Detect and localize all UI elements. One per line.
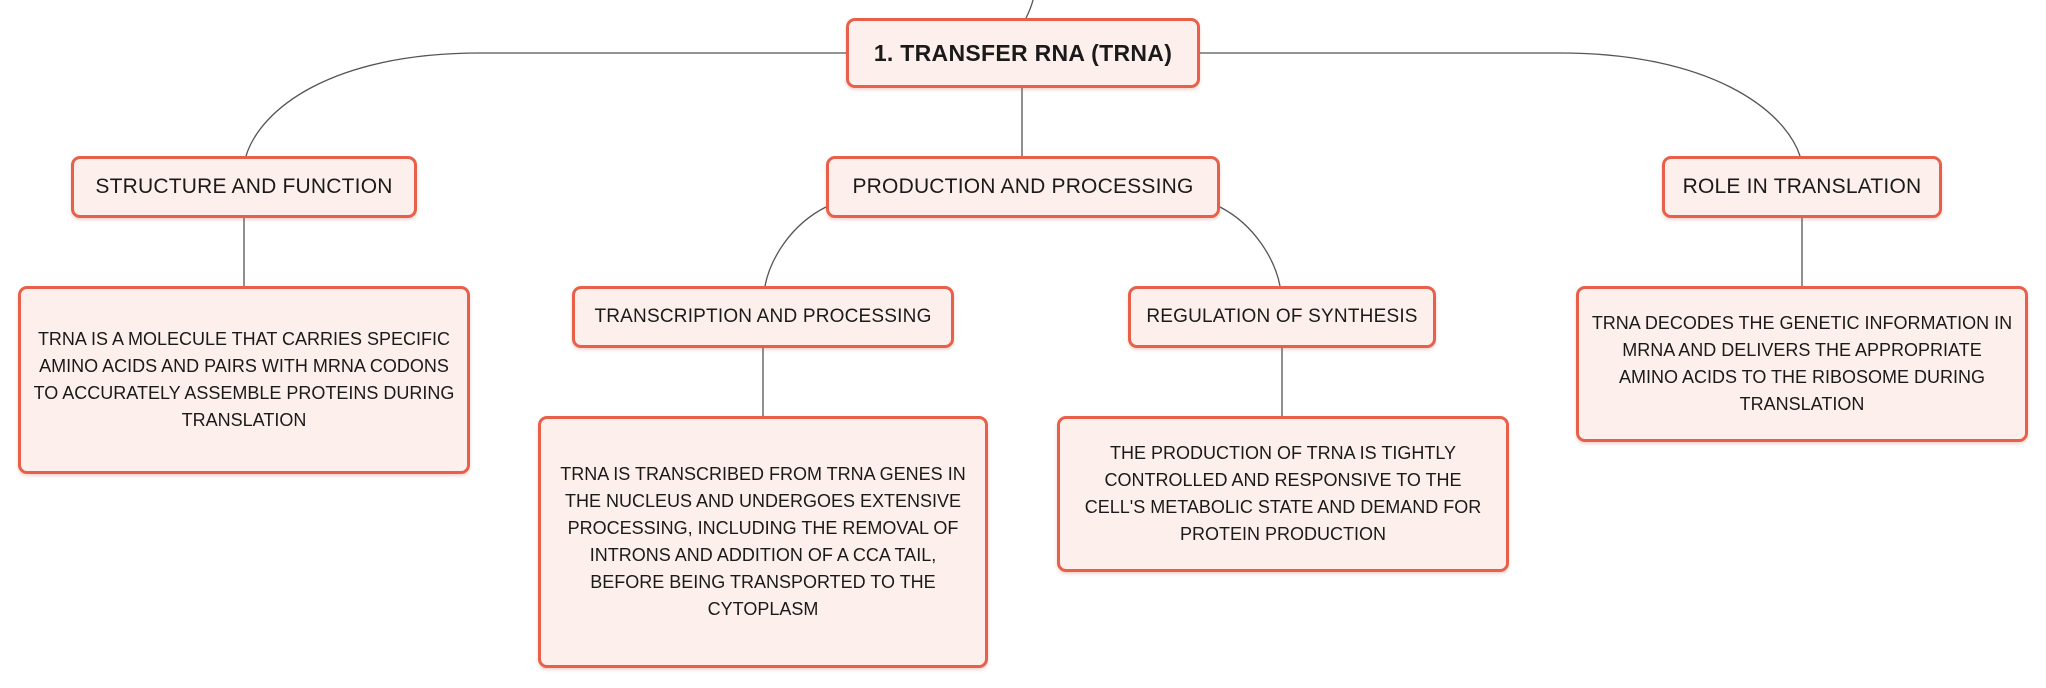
transcription-and-processing-node[interactable]: TRANSCRIPTION AND PROCESSING: [572, 286, 954, 348]
transcription-and-processing-label: TRANSCRIPTION AND PROCESSING: [594, 306, 932, 327]
structure-detail-node[interactable]: TRNA IS A MOLECULE THAT CARRIES SPECIFIC…: [18, 286, 470, 474]
regulation-of-synthesis-node[interactable]: REGULATION OF SYNTHESIS: [1128, 286, 1436, 348]
connector-parent-to-root: [1025, 0, 1034, 19]
structure-and-function-label: STRUCTURE AND FUNCTION: [95, 175, 393, 198]
connector-production-to-transcription: [764, 206, 827, 287]
regulation-detail-node[interactable]: THE PRODUCTION OF TRNA IS TIGHTLY CONTRO…: [1057, 416, 1509, 572]
role-in-translation-label: ROLE IN TRANSLATION: [1682, 175, 1922, 198]
transcription-detail-text: TRNA IS TRANSCRIBED FROM TRNA GENES IN T…: [560, 464, 966, 619]
structure-detail-text: TRNA IS A MOLECULE THAT CARRIES SPECIFIC…: [33, 329, 455, 430]
regulation-detail-text: THE PRODUCTION OF TRNA IS TIGHTLY CONTRO…: [1084, 443, 1482, 544]
connector-root-to-translation: [1200, 52, 1801, 157]
connector-production-to-regulation: [1219, 206, 1281, 287]
root-node-label: 1. TRANSFER RNA (TRNA): [873, 39, 1173, 66]
production-and-processing-node[interactable]: PRODUCTION AND PROCESSING: [826, 156, 1220, 218]
translation-detail-text: TRNA DECODES THE GENETIC INFORMATION IN …: [1591, 313, 2013, 414]
role-in-translation-node[interactable]: ROLE IN TRANSLATION: [1662, 156, 1942, 218]
connector-root-to-structure: [245, 52, 846, 157]
translation-detail-node[interactable]: TRNA DECODES THE GENETIC INFORMATION IN …: [1576, 286, 2028, 442]
structure-and-function-node[interactable]: STRUCTURE AND FUNCTION: [71, 156, 417, 218]
root-node[interactable]: 1. TRANSFER RNA (TRNA): [846, 18, 1200, 88]
regulation-of-synthesis-label: REGULATION OF SYNTHESIS: [1146, 306, 1418, 327]
production-and-processing-label: PRODUCTION AND PROCESSING: [852, 175, 1194, 198]
transcription-detail-node[interactable]: TRNA IS TRANSCRIBED FROM TRNA GENES IN T…: [538, 416, 988, 668]
